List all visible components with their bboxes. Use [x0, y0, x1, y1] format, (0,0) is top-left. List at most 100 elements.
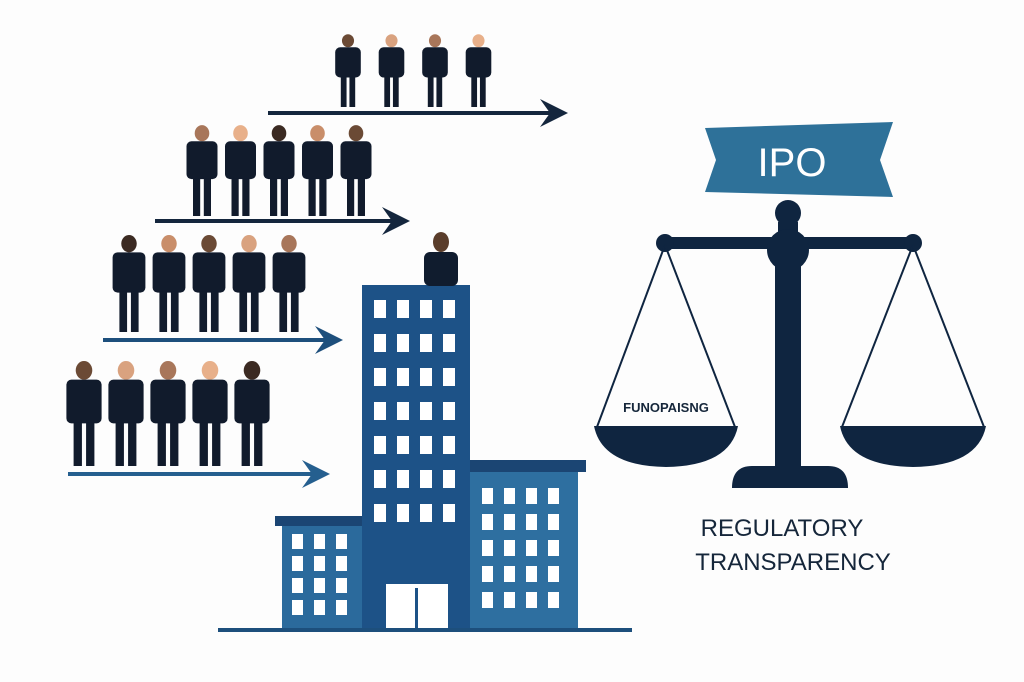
window [397, 402, 409, 420]
window [292, 600, 303, 615]
window [443, 470, 455, 488]
window [420, 436, 432, 454]
left-pan-label: FUNOPAISNG [623, 400, 709, 415]
arrow-head-icon [382, 207, 410, 235]
person-figure [335, 34, 361, 107]
person-figure [272, 235, 306, 332]
ipo-banner: IPO [705, 122, 893, 197]
window [443, 504, 455, 522]
window [482, 540, 493, 556]
person-figure [192, 235, 226, 332]
arrow-head-icon [540, 99, 568, 127]
window [526, 488, 537, 504]
right-pan [840, 426, 986, 467]
person-figure [263, 125, 295, 216]
window [482, 592, 493, 608]
window [443, 300, 455, 318]
person-figure [192, 360, 228, 466]
window [314, 534, 325, 549]
window [443, 368, 455, 386]
person-figure [150, 360, 186, 466]
window [482, 488, 493, 504]
window [443, 402, 455, 420]
window [336, 578, 347, 593]
person-figure [302, 125, 333, 216]
window [420, 402, 432, 420]
people-queues [66, 34, 568, 488]
window [420, 368, 432, 386]
queue-row [268, 34, 568, 127]
window [336, 600, 347, 615]
person-figure [152, 235, 186, 332]
window [526, 540, 537, 556]
arrow-head-icon [302, 460, 330, 488]
window [504, 514, 515, 530]
window [374, 368, 386, 386]
window [443, 436, 455, 454]
window [314, 578, 325, 593]
balance-scale: FUNOPAISNG [594, 200, 986, 488]
window [292, 534, 303, 549]
window [420, 470, 432, 488]
person-figure [340, 125, 372, 216]
window [374, 402, 386, 420]
window [314, 600, 325, 615]
window [397, 300, 409, 318]
window [526, 566, 537, 582]
window [548, 540, 559, 556]
person-figure [108, 360, 144, 466]
person-figure [186, 125, 218, 216]
window [374, 436, 386, 454]
person-figure [422, 34, 448, 107]
left-building-roof [275, 516, 367, 526]
window [443, 334, 455, 352]
queue-row [155, 125, 410, 235]
window [336, 556, 347, 571]
window [397, 334, 409, 352]
queue-row [103, 235, 343, 354]
window [504, 592, 515, 608]
window [526, 592, 537, 608]
window [374, 470, 386, 488]
person-figure [225, 125, 256, 216]
window [548, 592, 559, 608]
window [526, 514, 537, 530]
person-figure [112, 235, 146, 332]
window [314, 556, 325, 571]
person-figure [66, 360, 102, 466]
caption-line-2: TRANSPARENCY [695, 549, 891, 576]
window [420, 300, 432, 318]
window [292, 578, 303, 593]
person-figure [465, 34, 492, 107]
window [548, 514, 559, 530]
window [504, 488, 515, 504]
person-on-roof [424, 232, 458, 286]
window [504, 566, 515, 582]
window [397, 470, 409, 488]
building-windows [292, 300, 559, 615]
window [482, 514, 493, 530]
window [397, 504, 409, 522]
ipo-banner-label: IPO [758, 141, 827, 185]
window [374, 504, 386, 522]
person-figure [378, 34, 405, 107]
window [336, 534, 347, 549]
window [397, 436, 409, 454]
caption-line-1: REGULATORY [701, 515, 864, 542]
queue-row [66, 360, 330, 488]
person-figure [234, 360, 270, 466]
door-divider [415, 588, 418, 630]
window [504, 540, 515, 556]
window [374, 300, 386, 318]
person-figure [232, 235, 266, 332]
arrow-head-icon [315, 326, 343, 354]
window [548, 566, 559, 582]
window [548, 488, 559, 504]
right-building-roof [466, 460, 586, 472]
left-pan [594, 426, 738, 467]
window [420, 504, 432, 522]
window [374, 334, 386, 352]
window [420, 334, 432, 352]
